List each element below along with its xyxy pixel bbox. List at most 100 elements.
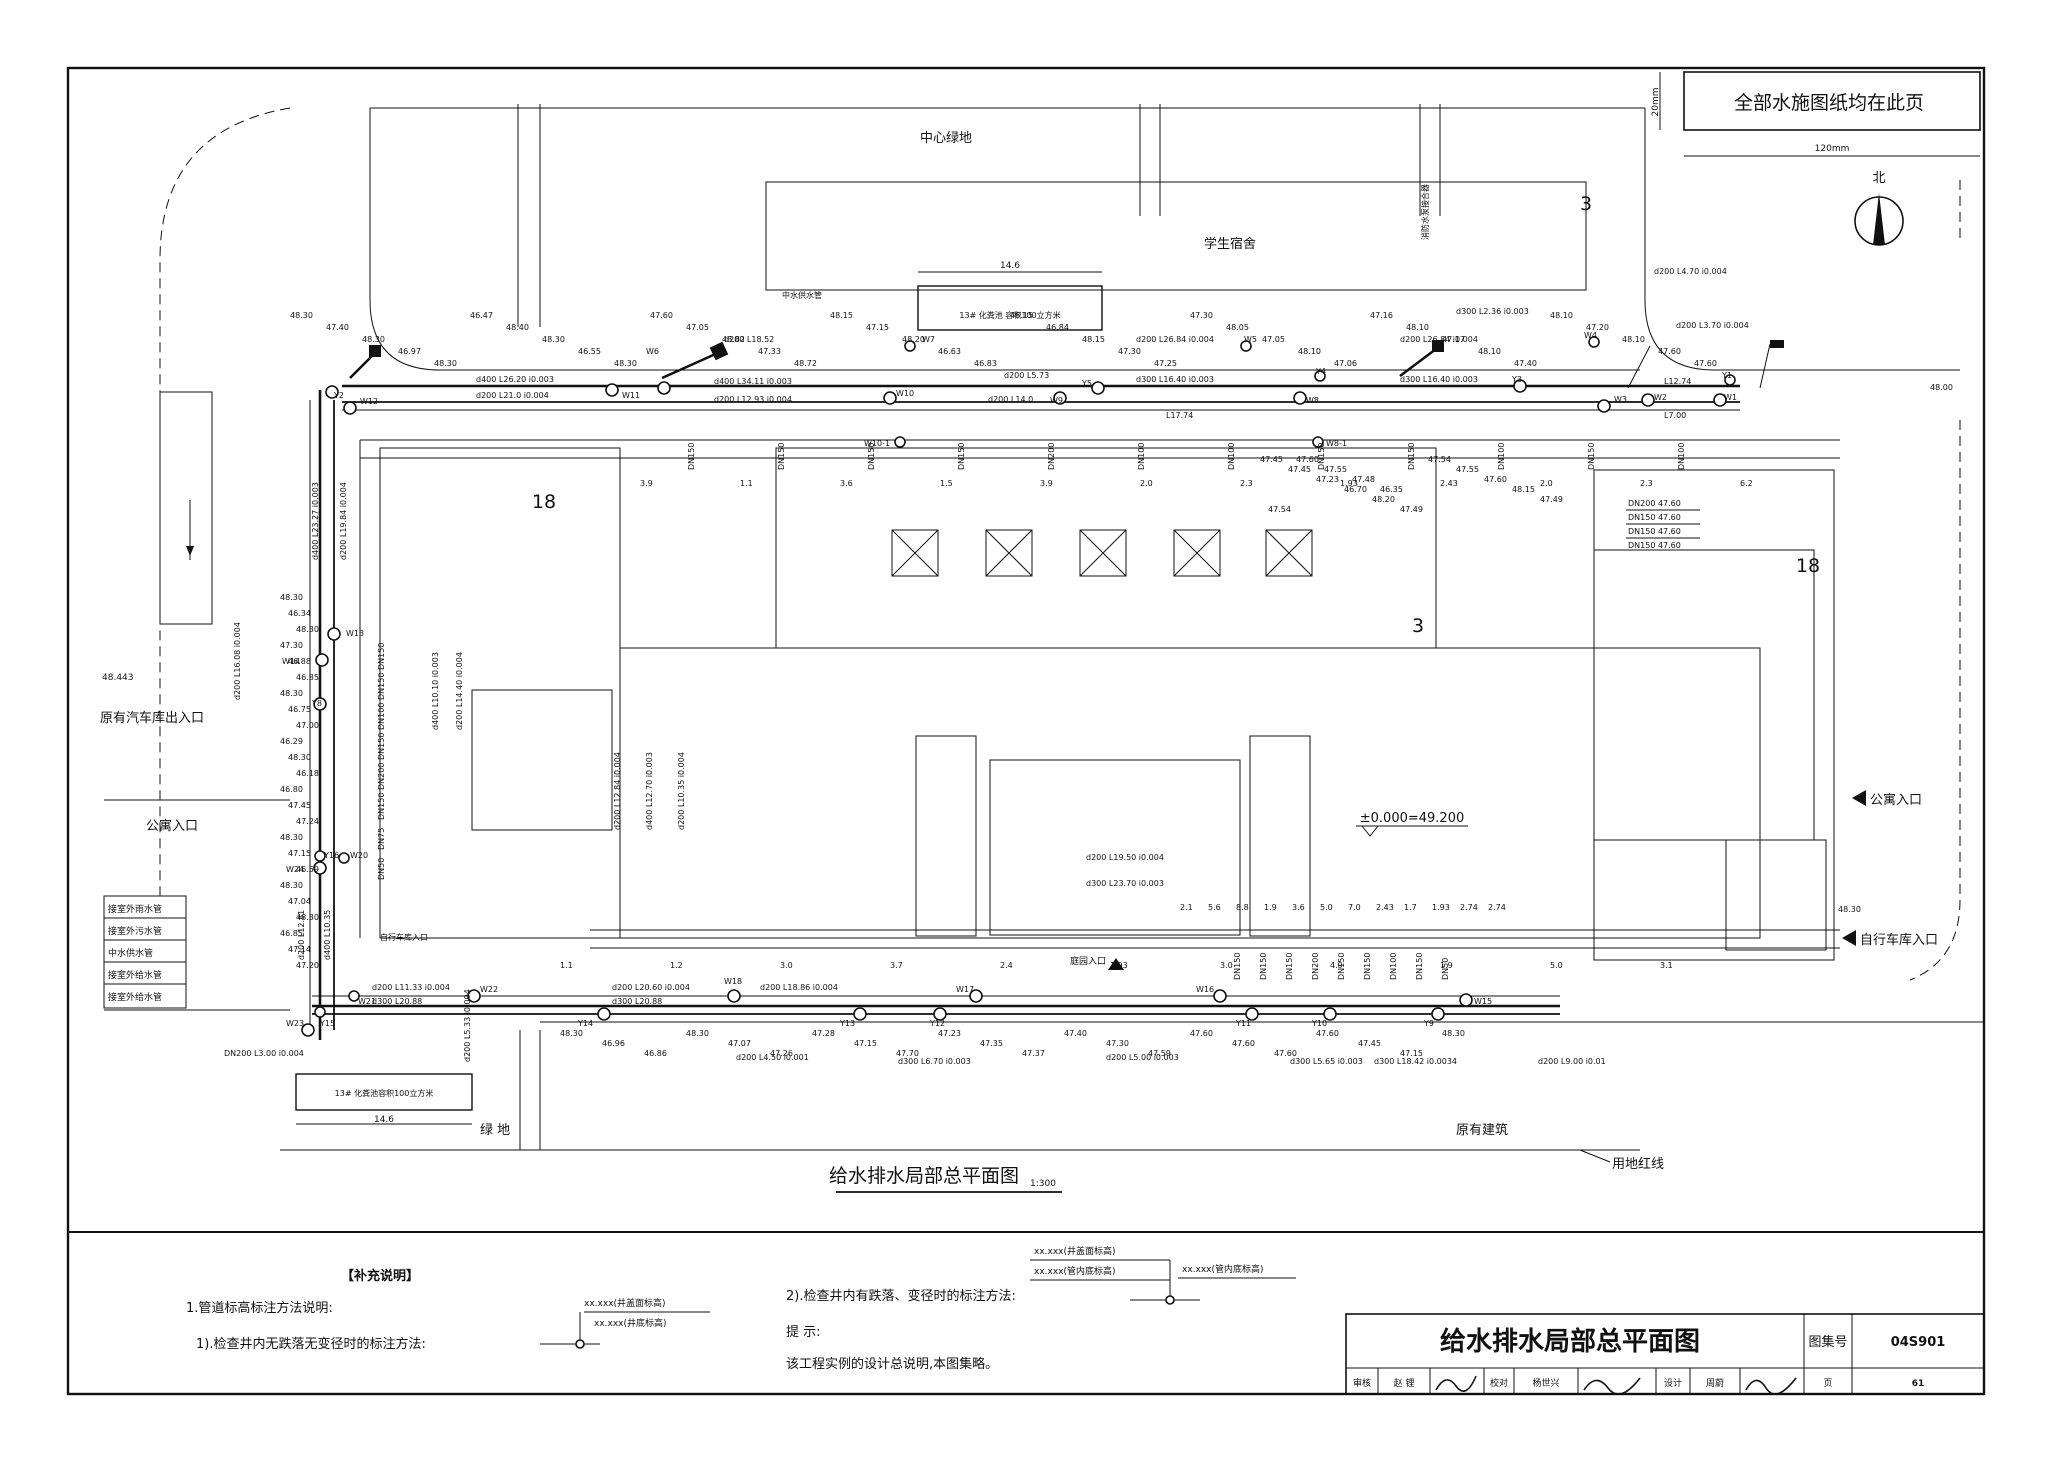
titleblock-page-value: 61 [1912,1379,1925,1389]
dim-11: 6.2 [1740,479,1753,488]
well-W2: W2 [1654,393,1667,402]
well-Y1: Y1 [1721,371,1732,380]
legend-pipe-4: 接室外给水管 [108,991,162,1003]
elevation-32: 47.17 [1442,335,1465,344]
yard-entry: 庭园入口 [1070,955,1106,967]
well-Y2: Y2 [333,391,344,400]
dn-label-28: DN50 [1441,958,1450,980]
site-labels: 原有汽车库出入口 公寓入口 48.443 公寓入口 自行车库入口 自行车库入口 … [100,383,1953,1172]
dn-label-17: DN150 [377,793,386,820]
dim-33: 5.0 [1550,961,1563,970]
elevation-5: 46.47 [470,311,493,320]
check-signature [1583,1377,1641,1395]
well-Y9: Y9 [1423,1019,1434,1028]
dim-13: 5.6 [1208,903,1221,912]
dim-16: 3.6 [1292,903,1305,912]
elevation-86: 47.28 [812,1029,835,1038]
dim-24: 1.1 [560,961,573,970]
elevation-61: 46.85 [296,673,319,682]
well-Y15: Y15 [319,1019,335,1028]
right-elev: 48.00 [1930,383,1953,392]
elevation-19: 46.83 [974,359,997,368]
well-Y14: Y14 [577,1019,593,1028]
elevation-55: 46.35 [1380,485,1403,494]
elevation-48: 47.60 [1484,475,1507,484]
roads [104,104,1984,1151]
dn-label-10: DN150 [1587,443,1596,470]
spec-left-4: d200 L14.40 i0.004 [455,652,464,730]
dn-label-1: DN150 [777,443,786,470]
top-pipe-annotations: 中水供水管 消防水泵接合器 d400 L26.20 i0.003 d200 L2… [476,184,1749,420]
elevation-49: 48.15 [1512,485,1535,494]
septic-pool-bottom [295,1073,473,1111]
titleblock-review-name: 赵 锂 [1394,1377,1415,1389]
elevation-70: 47.24 [296,817,319,826]
well-W15: W15 [1474,997,1492,1006]
elevation-78: 47.14 [288,945,311,954]
diagram-scale: 1:300 [1030,1179,1056,1189]
dim-22: 2.74 [1460,903,1478,912]
dn-label-24: DN150 [1337,953,1346,980]
well-Y4: Y4 [1315,367,1326,376]
dn-label-0: DN150 [687,443,696,470]
spec-left-6: d400 L12.70 i0.003 [645,752,654,830]
dim-21: 1.93 [1432,903,1450,912]
elevation-46: 47.54 [1428,455,1451,464]
spec-bottom-13: DN200 L3.00 i0.004 [224,1049,304,1058]
elevation-30: 47.16 [1370,311,1393,320]
dim-28: 2.4 [1000,961,1013,970]
dim-8: 2.43 [1440,479,1458,488]
dim-30: 3.0 [1220,961,1233,970]
elevation-71: 48.30 [280,833,303,842]
elevation-11: 47.05 [686,323,709,332]
notes-item2-top: xx.xxx(井盖面标高) [1034,1245,1116,1257]
elevation-44: 48.20 [1372,495,1395,504]
elevation-34: 47.40 [1514,359,1537,368]
elevation-18: 46.63 [938,347,961,356]
notes-hint-text: 该工程实例的设计总说明,本图集略。 [786,1356,998,1372]
elevation-27: 47.05 [1262,335,1285,344]
spec-top-2: d400 L34.11 i0.003 [714,377,792,386]
design-signature [1745,1377,1797,1395]
elevation-77: 46.85 [280,929,303,938]
dim-19: 2.43 [1376,903,1394,912]
spec-left-7: d200 L10.35 i0.004 [677,752,686,830]
dorm-outline [765,181,1587,291]
titleblock-check-label: 校对 [1490,1377,1508,1389]
elevation-74: 48.30 [280,881,303,890]
dim-31: 4.9 [1330,961,1343,970]
well-Y16: Y16 [323,851,339,860]
elevation-56: 48.30 [280,593,303,602]
elevation-20: 48.15 [1010,311,1033,320]
notes-hint: 提 示: [786,1324,821,1340]
dim-1: 1.1 [740,479,753,488]
well-W5: W5 [1244,335,1257,344]
left-tower-floors: 18 [532,491,556,513]
elevation-100: 47.15 [1400,1049,1423,1058]
green-bottom: 绿 地 [480,1123,510,1138]
well-W1: W1 [1724,393,1737,402]
spec-bottom-6: d300 L23.70 i0.003 [1086,879,1164,888]
elevation-0: 48.30 [290,311,313,320]
septic-pools: 13# 化粪池 容积100立方米 14.6 13# 化粪池容积100立方米 14… [295,261,1103,1125]
review-signature [1435,1375,1477,1392]
elevation-76: 48.30 [296,913,319,922]
elevation-53: 47.55 [1324,465,1347,474]
well-Y12: Y12 [929,1019,945,1028]
legend-pipe-2: 中水供水管 [108,947,153,959]
well-W12: W12 [360,397,378,406]
dn-label-13: DN150 [377,673,386,700]
spec-bottom-0: d200 L11.33 i0.004 [372,983,450,992]
notes-item2-mid: xx.xxx(管内底标高) [1034,1265,1116,1277]
spec-top-3: d200 L12.93 i0.004 [714,395,792,404]
valve-1: DN150 47.60 [1628,513,1681,522]
dim-27: 3.7 [890,961,903,970]
spec-left-5: d200 L12.84 i0.004 [613,752,622,830]
outer-frame [66,66,1986,1396]
spec-left-2: d200 L16.08 i0.004 [233,622,242,700]
titleblock-review-label: 审核 [1353,1377,1371,1389]
elevation-81: 46.96 [602,1039,625,1048]
elevation-14: 48.72 [794,359,817,368]
bike-entry: 自行车库入口 [1860,932,1938,948]
elevation-8: 46.55 [578,347,601,356]
